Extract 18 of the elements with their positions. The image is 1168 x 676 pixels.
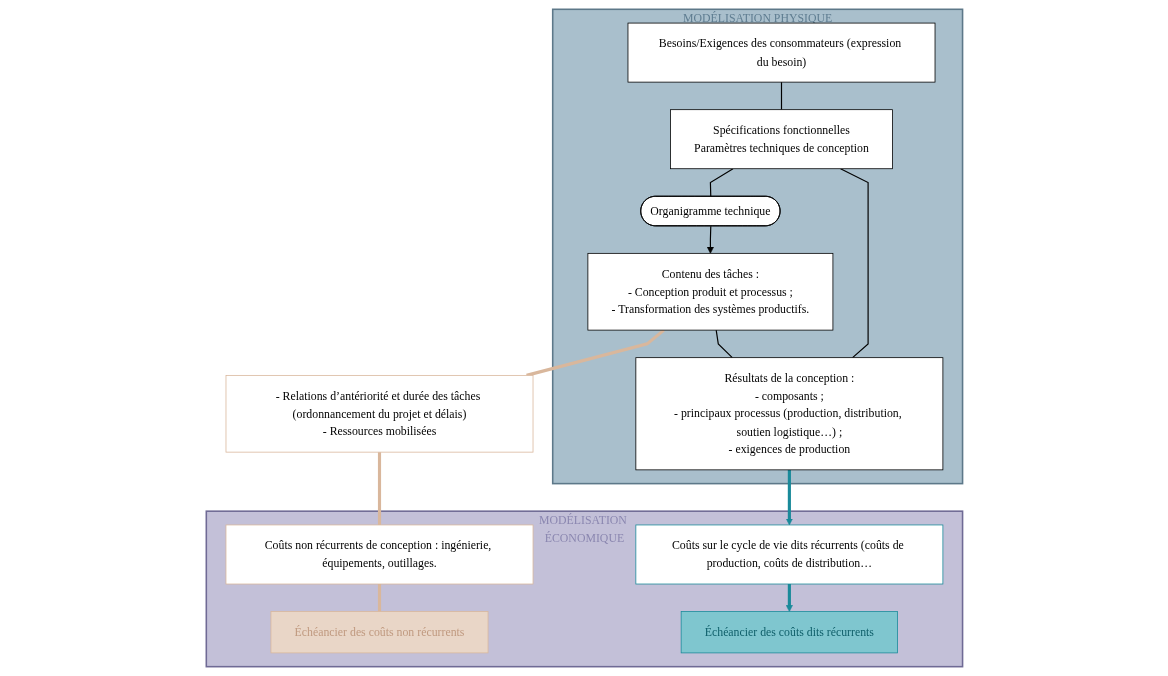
- connector: [780, 81, 782, 111]
- connector: [709, 168, 734, 198]
- node-box: - Relations d’antériorité et durée des tâches (ordonnancement du projet et délais) - Ressources mobilisées: [225, 375, 533, 453]
- node-box: Coûts sur le cycle de vie dits récurrents (coûts de production, coûts de distribution…: [635, 524, 943, 585]
- connector: [715, 329, 733, 359]
- arrow: [785, 469, 793, 526]
- node-box: Échéancier des coûts dits récurrents: [680, 611, 898, 654]
- arrow: [785, 584, 793, 612]
- arrow: [706, 225, 714, 254]
- connector: [839, 168, 869, 359]
- node-box: Coûts non récurrents de conception : ingénierie, équipements, outillages.: [225, 524, 533, 585]
- connector: [377, 452, 381, 525]
- node-box: Contenu des tâches : - Conception produit et processus ; - Transformation des systèmes productifs.: [587, 252, 833, 331]
- node-box: Échéancier des coûts non récurrents: [270, 611, 488, 654]
- node-box: Besoins/Exigences des consommateurs (expression du besoin): [627, 22, 935, 83]
- node-box: Spécifications fonctionnelles Paramètres techniques de conception: [669, 109, 893, 170]
- connector: [377, 584, 381, 612]
- node-box: Résultats de la conception : - composants ; - principaux processus (production, distribution, soutien logistique…) ; - exigences de production: [635, 357, 943, 471]
